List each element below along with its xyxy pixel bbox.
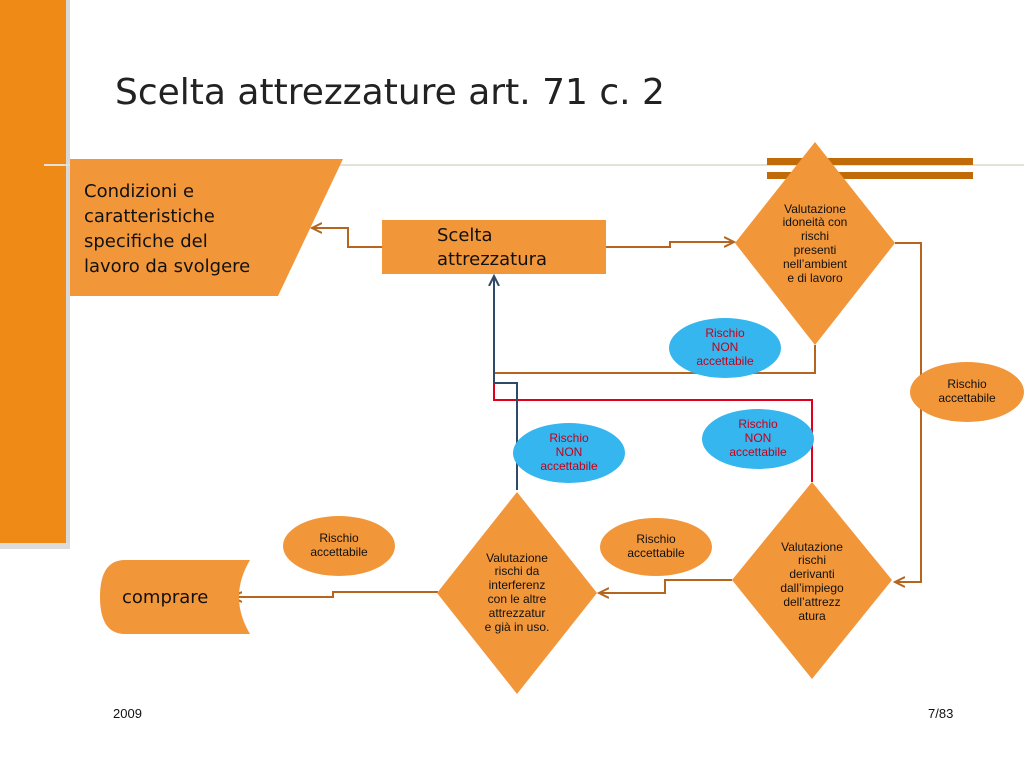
selection-node	[382, 220, 606, 274]
left-accent-bar-shadow	[0, 543, 70, 549]
acceptable-label-middle: Rischio accettabile	[627, 532, 685, 560]
not-acceptable-label-1: Rischio NON accettabile	[696, 326, 754, 368]
not-acceptable-label-2: Rischio NON accettabile	[729, 417, 787, 459]
connector-usage-to-interference	[599, 579, 732, 593]
buy-label: comprare	[122, 586, 209, 608]
left-accent-bar	[0, 0, 66, 543]
acceptable-ellipse-right	[910, 362, 1024, 422]
usage-diamond	[732, 482, 892, 679]
connector-interference-to-buy	[232, 591, 438, 597]
connector-suitability-to-usage	[895, 242, 922, 582]
suitability-diamond	[735, 142, 895, 345]
connector-selection-to-suitability	[606, 242, 734, 248]
conditions-label: Condizioni e caratteristiche specifiche …	[84, 180, 251, 278]
decorative-stripe-bottom	[767, 172, 973, 179]
suitability-label: Valutazione idoneità con rischi presenti…	[782, 201, 848, 285]
footer-page-number: 7/83	[928, 706, 954, 721]
interference-diamond	[437, 492, 597, 694]
not-acceptable-ellipse-2	[702, 409, 814, 469]
not-acceptable-ellipse-1	[669, 318, 781, 378]
acceptable-label-left: Rischio accettabile	[310, 531, 368, 559]
not-acceptable-label-3: Rischio NON accettabile	[540, 431, 598, 473]
decorative-stripe-top	[767, 158, 973, 165]
buy-node	[100, 560, 250, 634]
connector-selection-to-conditions	[312, 228, 382, 248]
left-accent-bar-edge	[66, 0, 70, 549]
connector-suitability-feedback	[494, 345, 816, 374]
connector-interference-feedback	[494, 276, 518, 490]
usage-label: Valutazione rischi derivanti dall’impieg…	[780, 539, 844, 623]
not-acceptable-ellipse-3	[513, 423, 625, 483]
acceptable-ellipse-left	[283, 516, 395, 576]
title-divider	[44, 164, 1024, 166]
selection-label: Scelta attrezzatura	[437, 224, 548, 270]
footer-year: 2009	[113, 706, 142, 721]
page-title: Scelta attrezzature art. 71 c. 2	[115, 72, 665, 113]
interference-label: Valutazione rischi da interferenz con le…	[484, 550, 550, 634]
acceptable-label-right: Rischio accettabile	[938, 377, 996, 405]
conditions-node	[70, 159, 343, 296]
acceptable-ellipse-middle	[600, 518, 712, 576]
